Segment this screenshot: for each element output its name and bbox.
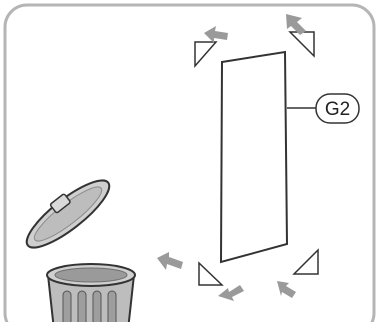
bin-opening <box>55 268 127 282</box>
trash-bin-icon <box>47 264 135 322</box>
callout-label: G2 <box>325 99 350 120</box>
callout-g2: G2 <box>316 94 359 123</box>
bin-slot <box>78 291 86 322</box>
bin-slot <box>63 291 71 322</box>
bin-slot <box>93 291 101 322</box>
glass-panel <box>221 52 287 262</box>
bin-slot <box>108 291 116 322</box>
